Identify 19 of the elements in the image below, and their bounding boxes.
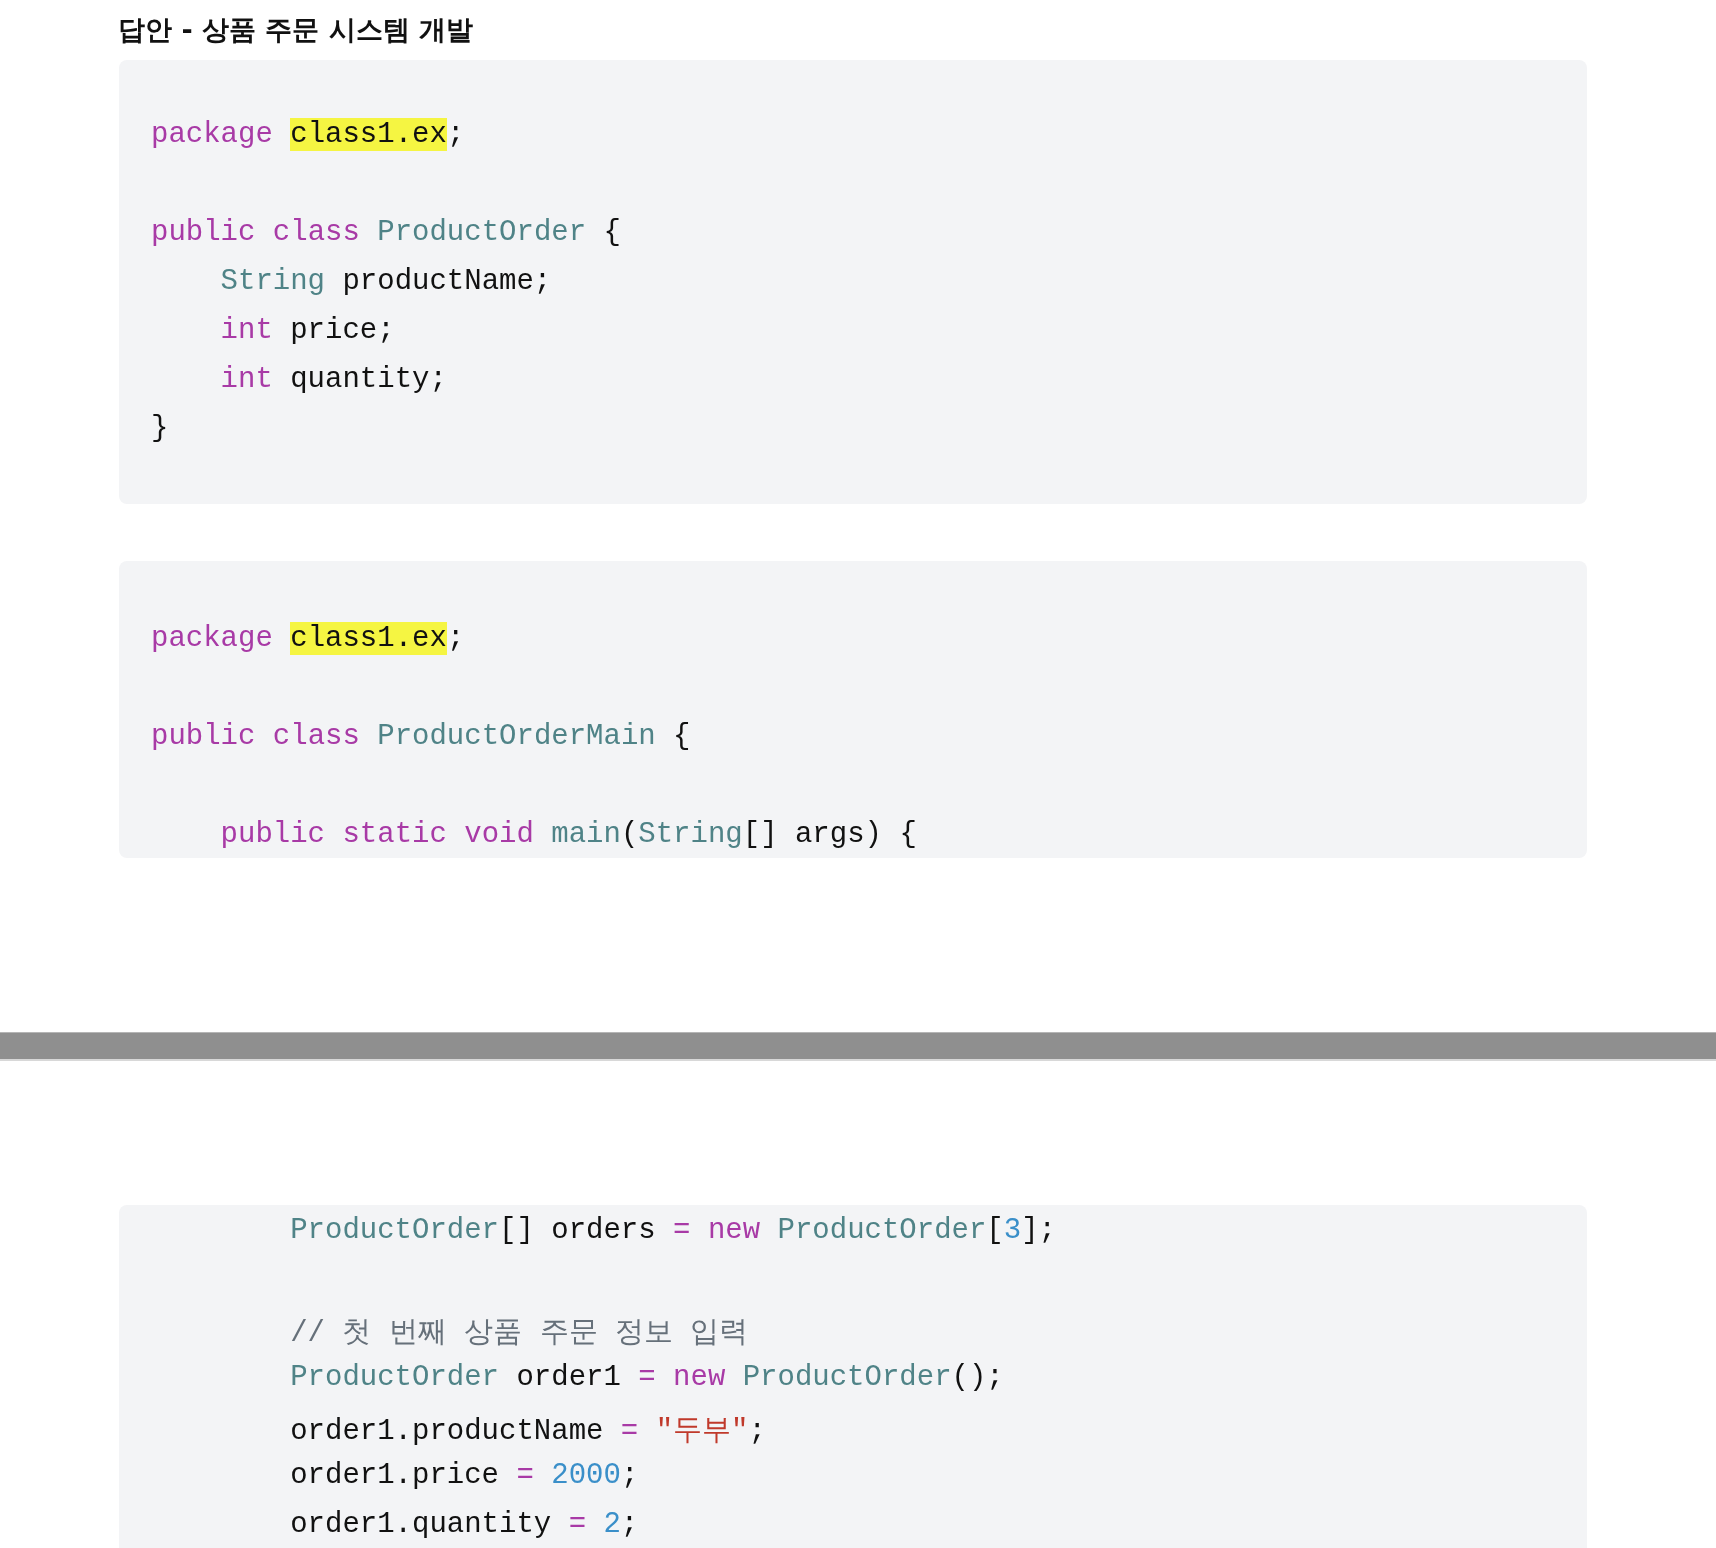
code-line: int price; — [220, 314, 395, 349]
divider-bar — [0, 1032, 1716, 1061]
code-line: order1.quantity = 2; — [290, 1508, 639, 1543]
code-line: // 첫 번째 상품 주문 정보 입력 — [290, 1316, 749, 1352]
code-block — [119, 60, 1587, 504]
code-block — [119, 561, 1587, 858]
code-line: int quantity; — [220, 363, 447, 398]
code-line: public static void main(String[] args) { — [220, 818, 917, 853]
code-line: order1.productName = "두부"; — [290, 1414, 766, 1450]
code-line: ProductOrder[] orders = new ProductOrder[3]; — [290, 1214, 1056, 1249]
code-line: String productName; — [220, 265, 552, 300]
code-line: public class ProductOrder { — [151, 216, 621, 251]
code-line: } — [151, 412, 169, 447]
title: 답안 - 상품 주문 시스템 개발 — [118, 13, 474, 47]
code-line: public class ProductOrderMain { — [151, 720, 691, 755]
code-line: package class1.ex; — [151, 118, 465, 153]
code-line: ProductOrder order1 = new ProductOrder(); — [290, 1361, 1004, 1396]
code-line: order1.price = 2000; — [290, 1459, 639, 1494]
code-line: package class1.ex; — [151, 622, 465, 657]
